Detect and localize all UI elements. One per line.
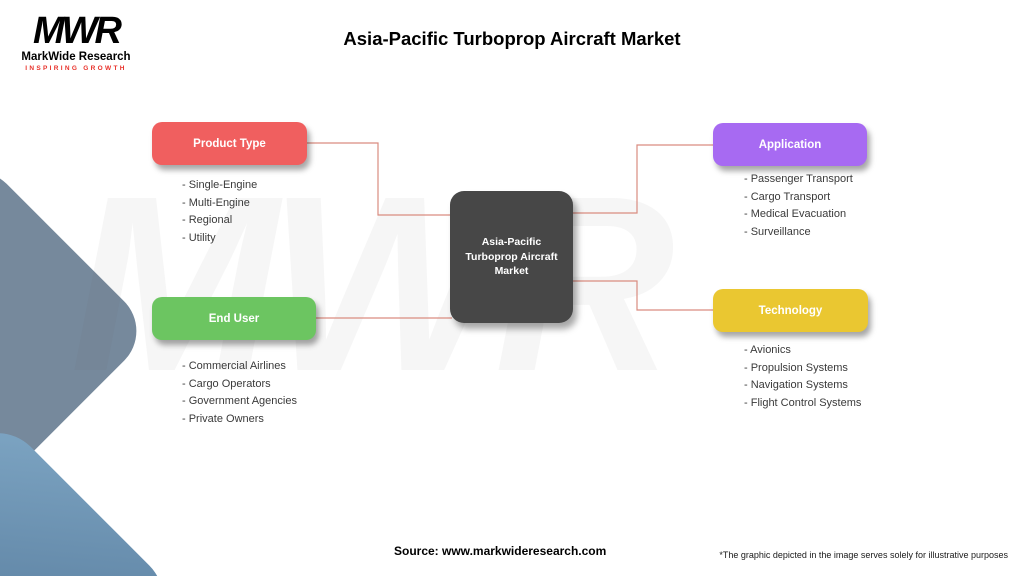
center-node: Asia-Pacific Turboprop Aircraft Market xyxy=(450,191,573,323)
segment-items-end-user: - Commercial Airlines - Cargo Operators … xyxy=(182,358,297,428)
brand-logo: MWR MarkWide Research INSPIRING GROWTH xyxy=(20,12,132,72)
connector-application xyxy=(571,144,713,214)
segment-header-application: Application xyxy=(713,123,867,166)
center-node-label: Asia-Pacific Turboprop Aircraft Market xyxy=(465,236,558,278)
segment-item: - Medical Evacuation xyxy=(744,208,847,220)
segment-header-technology: Technology xyxy=(713,289,868,332)
segment-item: - Flight Control Systems xyxy=(744,396,862,409)
segment-item: - Commercial Airlines xyxy=(182,360,286,372)
disclaimer-text: *The graphic depicted in the image serve… xyxy=(719,550,1008,560)
logo-tagline: INSPIRING GROWTH xyxy=(25,65,127,72)
segment-item: - Private Owners xyxy=(182,412,264,425)
connector-product-type xyxy=(307,142,452,216)
segment-item: - Single-Engine xyxy=(182,179,258,191)
logo-brand-name: MarkWide Research xyxy=(21,51,131,63)
segment-item: - Avionics xyxy=(744,344,791,356)
segment-label-product-type: Product Type xyxy=(193,137,266,150)
page-title: Asia-Pacific Turboprop Aircraft Market xyxy=(343,28,681,49)
segment-item: - Multi-Engine xyxy=(182,196,250,209)
connector-technology xyxy=(571,280,713,311)
segment-item: - Passenger Transport xyxy=(744,173,853,185)
segment-item: - Surveillance xyxy=(744,225,811,238)
segment-label-technology: Technology xyxy=(758,304,823,317)
segment-label-end-user: End User xyxy=(208,312,260,325)
segment-items-technology: - Avionics - Propulsion Systems - Naviga… xyxy=(744,342,861,412)
logo-monogram: MWR xyxy=(33,10,122,52)
segment-items-product-type: - Single-Engine - Multi-Engine - Regiona… xyxy=(182,177,257,247)
segment-label-application: Application xyxy=(758,138,822,151)
segment-item: - Government Agencies xyxy=(182,395,297,407)
segment-item: - Utility xyxy=(182,231,216,244)
source-text: Source: www.markwideresearch.com xyxy=(394,544,607,558)
segment-item: - Propulsion Systems xyxy=(744,361,848,374)
segment-item: - Cargo Transport xyxy=(744,190,831,203)
watermark-text: MWR xyxy=(70,144,675,423)
segment-item: - Navigation Systems xyxy=(744,379,848,391)
segment-items-application: - Passenger Transport - Cargo Transport … xyxy=(744,171,853,241)
segment-header-end-user: End User xyxy=(152,297,316,340)
segment-header-product-type: Product Type xyxy=(152,122,307,165)
segment-item: - Cargo Operators xyxy=(182,377,271,390)
segment-item: - Regional xyxy=(182,214,233,226)
